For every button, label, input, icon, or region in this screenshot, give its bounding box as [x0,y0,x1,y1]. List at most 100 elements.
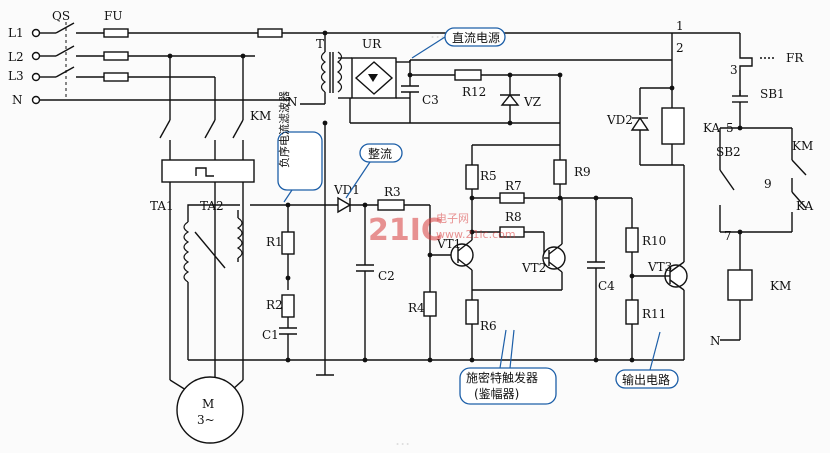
svg-text:整流: 整流 [368,146,392,161]
label-KM-coil: KM [770,279,791,293]
label-R2: R2 [266,298,283,312]
label-motor-M: M [202,397,214,411]
label-R1: R1 [266,235,283,249]
fuse-control [257,28,283,38]
annotation-output: 输出电路 [615,331,679,389]
resistor-R12 [454,69,482,81]
label-QS: QS [52,9,70,23]
control-circuit: 3 FR SB1 5 KM SB2 9 KA 7 KM N [710,48,813,348]
label-VT1: VT1 [436,237,461,251]
label-R7: R7 [505,179,522,193]
transistor-VT1 [450,243,474,267]
label-SB1: SB1 [760,87,785,101]
schmitt-trigger: R4 VT1 R6 R5 R7 R8 [408,144,615,360]
resistor-R9 [553,159,567,185]
fuse-L1 [103,28,129,38]
resistor-R2 [281,294,295,318]
label-N-transformer: N [287,95,298,109]
label-node-9: 9 [764,177,772,191]
label-R6: R6 [480,319,497,333]
input-terminals: L1 L2 L3 N [8,26,41,107]
resistor-R10 [625,227,639,253]
fuse-L2 [103,51,129,61]
label-node-3: 3 [730,63,738,77]
annotation-trigger: 施密特触发器 (鉴幅器) [459,329,557,405]
label-C4: C4 [598,279,615,293]
label-N-control: N [710,334,721,348]
negative-sequence-filter: R1 R2 C1 [250,202,297,360]
rectifier-UR: UR [338,37,411,99]
label-C2: C2 [378,269,395,283]
label-R11: R11 [642,307,666,321]
label-C3: C3 [422,93,439,107]
contactor-coil-KM [727,269,753,301]
label-VT2: VT2 [521,261,546,275]
resistor-R4 [423,291,437,317]
watermark-url: www.21ic.com [436,228,516,241]
label-node-7: 7 [724,229,732,243]
label-R3: R3 [384,185,401,199]
label-motor-phase: 3~ [197,413,215,427]
label-node-2: 2 [676,41,684,55]
resistor-R7 [499,192,525,204]
label-TA2: TA2 [200,199,224,213]
label-R4: R4 [408,301,425,315]
label-R5: R5 [480,169,497,183]
svg-text:施密特触发器: 施密特触发器 [466,370,538,385]
label-VZ: VZ [523,95,541,109]
heater-symbol [195,167,214,177]
label-KM-main: KM [250,109,271,123]
svg-text:(鉴幅器): (鉴幅器) [474,386,519,401]
watermark-brand-cn: 电子网 [436,212,469,225]
label-FU: FU [104,9,122,23]
annotation-dc-supply: 直流电源 [411,27,506,59]
label-KM-hold: KM [792,139,813,153]
relay-KA: 1 2 VD2 KA [606,19,720,166]
label-UR: UR [362,37,382,51]
label-L2: L2 [8,50,24,64]
motor-circle [176,376,244,444]
annotation-filter: 负序电流滤波器 [277,91,323,203]
svg-text:直流电源: 直流电源 [452,31,500,45]
relay-coil-KA [661,107,685,145]
label-R9: R9 [574,165,591,179]
km-main-contacts: KM [159,109,271,160]
resistor-R6 [465,299,479,325]
label-VT3: VT3 [647,260,672,274]
fuse-L3 [103,72,129,82]
resistor-R5 [465,164,479,190]
transformer-T: T N [287,30,343,109]
label-VD2: VD2 [606,113,633,127]
label-R8: R8 [505,210,522,224]
resistor-R11 [625,299,639,325]
label-R10: R10 [642,234,666,248]
label-L1: L1 [8,26,24,40]
label-TA1: TA1 [150,199,174,213]
label-SB2: SB2 [716,145,741,159]
resistor-R3 [377,199,405,211]
svg-text:输出电路: 输出电路 [622,372,670,387]
current-transformer-TA2: TA2 [200,199,243,262]
label-VD1: VD1 [333,183,360,197]
resistor-R1 [281,231,295,255]
output-stage: R10 R11 VT3 [596,165,688,360]
rectifier-stage: VD1 R3 C2 [288,183,430,360]
current-transformer-TA1: TA1 [150,199,190,360]
watermark-brand: 21IC [368,213,443,248]
label-N-input: N [12,93,23,107]
label-L3: L3 [8,69,24,83]
motor: M 3~ [169,376,244,444]
label-node-1: 1 [676,19,684,33]
label-T: T [316,37,324,51]
thermal-relay-heater [161,159,255,183]
label-KA-contact: KA [796,199,813,213]
svg-text:...: ... [395,430,410,449]
label-R12: R12 [462,85,486,99]
watermark: 21IC 电子网 www.21ic.com [368,212,516,248]
svg-text:负序电流滤波器: 负序电流滤波器 [277,91,291,168]
label-KA-coil: KA [703,121,720,135]
label-FR: FR [786,51,804,65]
label-C1: C1 [262,328,279,342]
